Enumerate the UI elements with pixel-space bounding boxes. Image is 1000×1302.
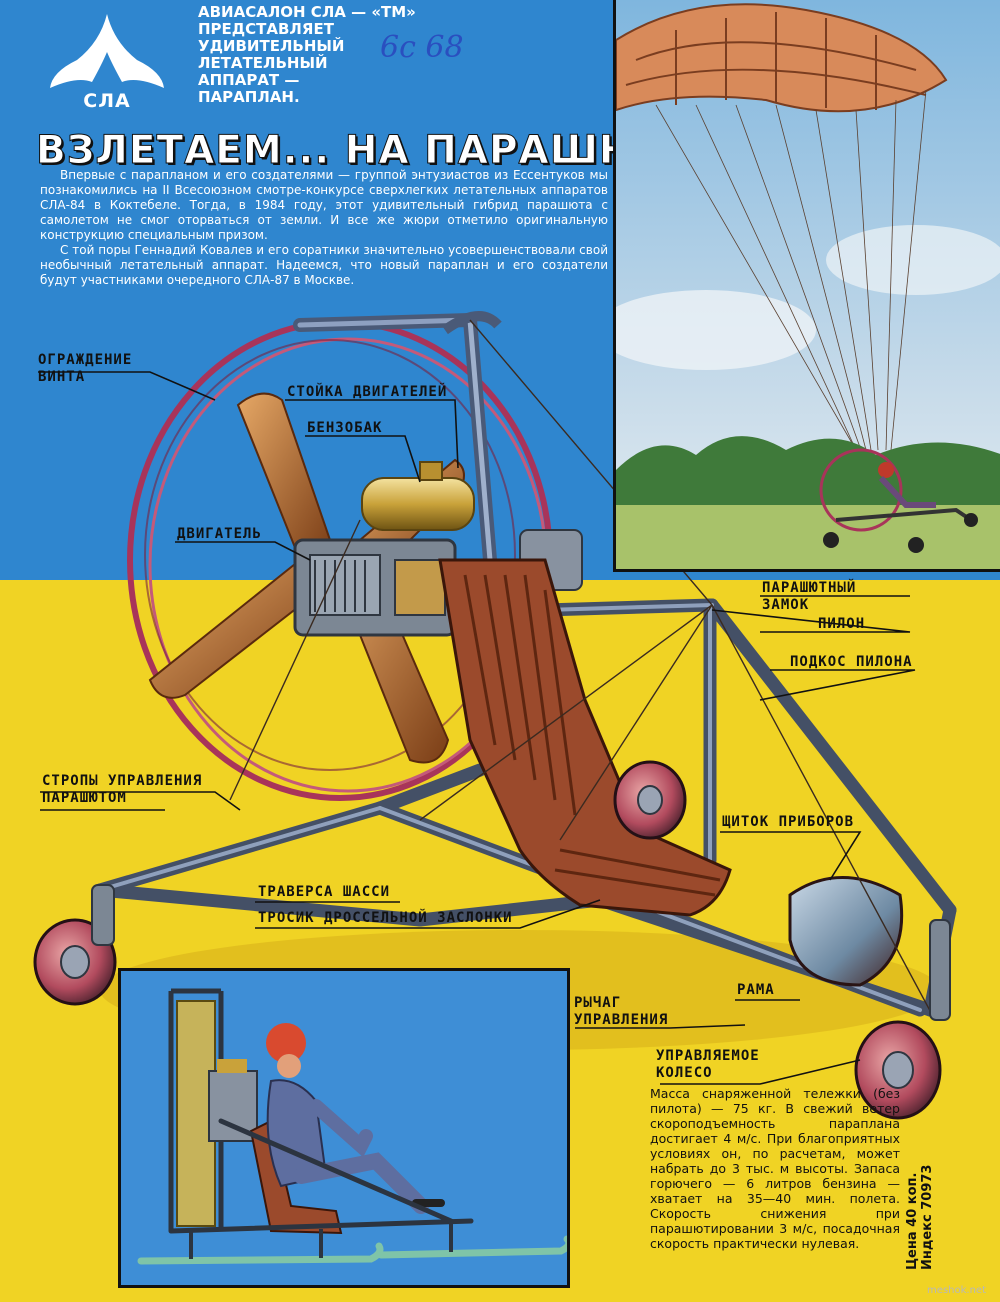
label-steered-wheel: УПРАВЛЯЕМОЕ КОЛЕСО: [656, 1048, 760, 1082]
specs-text: Масса снаряженной тележки (без пилота) —…: [650, 1086, 900, 1251]
price-index-block: Цена 40 коп. Индекс 70973: [905, 1165, 935, 1270]
intro-line: ЛЕТАТЕЛЬНЫЙ: [198, 54, 328, 72]
label-line: УПРАВЛЕНИЯ: [574, 1012, 669, 1028]
label-line: ПАРАШЮТНЫЙ: [762, 580, 857, 596]
label-line: РЫЧАГ: [574, 995, 622, 1011]
article-paragraph: С той поры Геннадий Ковалев и его соратн…: [40, 243, 608, 287]
label-line: ОГРАЖДЕНИЕ: [38, 352, 133, 368]
label-engine-mount: СТОЙКА ДВИГАТЕЛЕЙ: [287, 384, 448, 400]
steered-wheel: [854, 919, 951, 1120]
label-control-lines: СТРОПЫ УПРАВЛЕНИЯ ПАРАШЮТОМ: [42, 773, 202, 807]
article-paragraph: Впервые с парапланом и его создателями —…: [40, 168, 608, 242]
label-propeller-guard: ОГРАЖДЕНИЕ ВИНТА: [38, 352, 132, 386]
label-line: КОЛЕСО: [656, 1065, 713, 1081]
label-frame: РАМА: [737, 982, 775, 998]
label-line: УПРАВЛЯЕМОЕ: [656, 1048, 760, 1064]
page-headline: ВЗЛЕТАЕМ... НА ПАРАШЮТЕ!: [36, 128, 720, 174]
intro-line: ПАРАПЛАН.: [198, 88, 300, 106]
label-line: СТРОПЫ УПРАВЛЕНИЯ: [42, 773, 203, 789]
sla-logo: СЛА: [42, 12, 172, 117]
label-line: ЗАМОК: [762, 597, 810, 613]
label-parachute-lock: ПАРАШЮТНЫЙ ЗАМОК: [762, 580, 856, 614]
intro-line: АППАРАТ —: [198, 71, 300, 89]
label-pylon-strut: ПОДКОС ПИЛОНА: [790, 654, 913, 670]
intro-text: АВИАСАЛОН СЛА — «ТМ» ПРЕДСТАВЛЯЕТ УДИВИТ…: [198, 3, 416, 106]
label-line: ВИНТА: [38, 369, 86, 385]
label-line: ПАРАШЮТОМ: [42, 790, 127, 806]
pilot-inset-image: [118, 968, 570, 1288]
right-rear-wheel: [613, 760, 687, 840]
label-instrument-panel: ЩИТОК ПРИБОРОВ: [722, 814, 855, 830]
logo-text: СЛА: [83, 90, 131, 112]
flight-photo: [613, 0, 1000, 572]
label-throttle-cable: ТРОСИК ДРОССЕЛЬНОЙ ЗАСЛОНКИ: [258, 910, 513, 926]
flight-photo-image: [616, 0, 1000, 569]
left-wheel: [33, 884, 117, 1006]
index-text: Индекс 70973: [920, 1164, 935, 1270]
label-chassis-beam: ТРАВЕРСА ШАССИ: [258, 884, 391, 900]
label-pylon: ПИЛОН: [818, 616, 866, 632]
intro-line: АВИАСАЛОН СЛА — «ТМ»: [198, 3, 416, 21]
sla-emblem-icon: [50, 14, 164, 88]
article-text: Впервые с парапланом и его создателями —…: [40, 168, 608, 288]
watermark: meshok.net: [927, 1285, 986, 1296]
label-engine: ДВИГАТЕЛЬ: [177, 526, 262, 542]
handwritten-note: 6c 68: [380, 30, 464, 65]
price-text: Цена 40 коп.: [905, 1172, 920, 1270]
intro-line: УДИВИТЕЛЬНЫЙ: [198, 37, 345, 55]
label-fuel-tank: БЕНЗОБАК: [307, 420, 383, 436]
label-control-lever: РЫЧАГ УПРАВЛЕНИЯ: [574, 995, 668, 1029]
pilot-on-skis-drawing: [121, 971, 567, 1285]
intro-line: ПРЕДСТАВЛЯЕТ: [198, 20, 334, 38]
